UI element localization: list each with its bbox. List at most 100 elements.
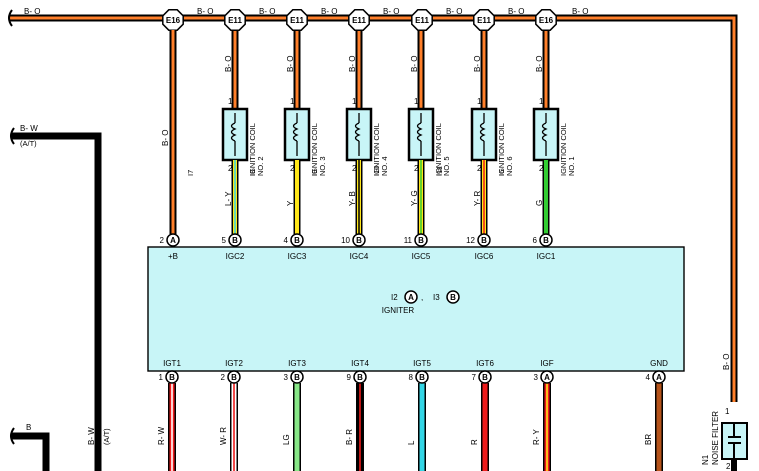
igniter-pin-label: IGC5 (412, 252, 431, 261)
igniter-pin-connector-letter: B (481, 236, 487, 245)
igniter-pin-number: 2 (221, 373, 226, 382)
igniter-pin-label: IGC1 (537, 252, 556, 261)
noise-filter-ref: N1 (701, 454, 710, 465)
bus-segment-label: B- O (197, 7, 213, 16)
coil-top-wire-label: B- O (410, 56, 419, 72)
igniter-bottom-wire-label: B- R (345, 429, 354, 445)
bus-segment-label: B- O (446, 7, 462, 16)
bw-top-sub: (A/T) (20, 139, 37, 148)
coil-ref: I9 (310, 170, 319, 176)
junction-connector: E11 (348, 9, 370, 31)
igniter-pin-number: 4 (646, 373, 651, 382)
igniter-pin-number: 7 (472, 373, 477, 382)
coil-pin-top: 1 (539, 97, 544, 106)
plus-b-wire: B- O (161, 30, 177, 234)
coil-pin-top: 1 (290, 97, 295, 106)
igniter-pin-connector-icon (228, 233, 242, 247)
igniter-pin-connector-letter: A (656, 373, 662, 382)
igniter-pin-label: IGC6 (475, 252, 494, 261)
bus-right-label: B- O (722, 354, 731, 370)
igniter-pin-label: IGC2 (226, 252, 245, 261)
igniter-pin-connector-letter: B (356, 236, 362, 245)
plus-b-wire-label: B- O (161, 130, 170, 146)
bus-break-marker (8, 9, 13, 27)
igniter-bottom-wire-label: R- Y (532, 428, 541, 445)
igniter-pin-number: 1 (159, 373, 164, 382)
coil-top-wire-label: B- O (286, 56, 295, 72)
coil-winding-icon (541, 122, 548, 142)
junction-octagon-icon (535, 9, 557, 31)
igniter-pin-connector-icon (166, 233, 180, 247)
igniter-pin-label: IGT1 (163, 359, 181, 368)
bus-segment-label: B- O (383, 7, 399, 16)
b-label: B (26, 423, 31, 432)
junction-connector: E11 (224, 9, 246, 31)
noise-filter-name: NOISE FILTER (711, 411, 720, 465)
igniter-pin-connector-letter: B (419, 373, 425, 382)
coil-pin-top: 1 (352, 97, 357, 106)
coil-winding-icon (416, 122, 423, 142)
junction-connector: E11 (411, 9, 433, 31)
coil-bottom-wire-label: Y- R (473, 191, 482, 206)
bus-segment-label: B- O (508, 7, 524, 16)
junction-label: E11 (415, 16, 429, 25)
coil-top-wire-label: B- O (535, 56, 544, 72)
coil-number: NO. 4 (380, 156, 389, 176)
b-wire-lower (12, 432, 50, 471)
bw-top-label: B- W (20, 124, 38, 133)
coil-name: IGNITION COIL (248, 123, 257, 176)
coil-winding-icon (479, 122, 486, 142)
coil-bottom-wire-label: Y (286, 200, 295, 206)
coil-name: IGNITION COIL (559, 123, 568, 176)
igniter-pin-connector-icon (227, 370, 241, 384)
igniter-connector-i3-glyph (446, 290, 460, 304)
igniter-connector-i3-letter: B (450, 293, 456, 302)
coil-pin-bottom: 2 (228, 164, 233, 173)
igniter-pin-label: IGC3 (288, 252, 307, 261)
coil-bottom-wire-label: Y- G (410, 190, 419, 206)
coil-winding-icon (292, 122, 299, 142)
coil-pin-top: 1 (228, 97, 233, 106)
igniter-pin-connector-icon (652, 370, 666, 384)
igniter-pin-connector-icon (540, 370, 554, 384)
bus-label: B- O (24, 7, 40, 16)
igniter-pin-number: 9 (347, 373, 352, 382)
coil-name: IGNITION COIL (372, 123, 381, 176)
igniter-bottom-wire-label: LG (282, 434, 291, 445)
igniter-pin-connector-letter: B (294, 236, 300, 245)
bus-segment-label: B- O (321, 7, 337, 16)
coil-ref: I7 (186, 170, 195, 176)
igniter-pin-number: 3 (284, 373, 289, 382)
igniter-pin-connector-icon (415, 370, 429, 384)
junction-octagon-icon (224, 9, 246, 31)
igniter-pin-connector-letter: B (232, 236, 238, 245)
junction-connector: E16 (535, 9, 557, 31)
b-break-marker (10, 427, 15, 445)
igniter-pin-connector-letter: B (169, 373, 175, 382)
bw-bottom-label: B- W (87, 427, 96, 445)
igniter-pin-connector-icon (352, 233, 366, 247)
junction-connector: E11 (473, 9, 495, 31)
junction-label: E16 (539, 16, 554, 25)
coil-number: NO. 2 (256, 156, 265, 176)
igniter-pin-number: 11 (404, 236, 413, 245)
igniter-pin-label: IGF (540, 359, 553, 368)
igniter-pin-label: IGT3 (288, 359, 306, 368)
junction-octagon-icon (411, 9, 433, 31)
coil-bottom-wire-label: G (535, 200, 544, 206)
coil-pin-top: 1 (477, 97, 482, 106)
igniter-pin-label: IGT5 (413, 359, 431, 368)
